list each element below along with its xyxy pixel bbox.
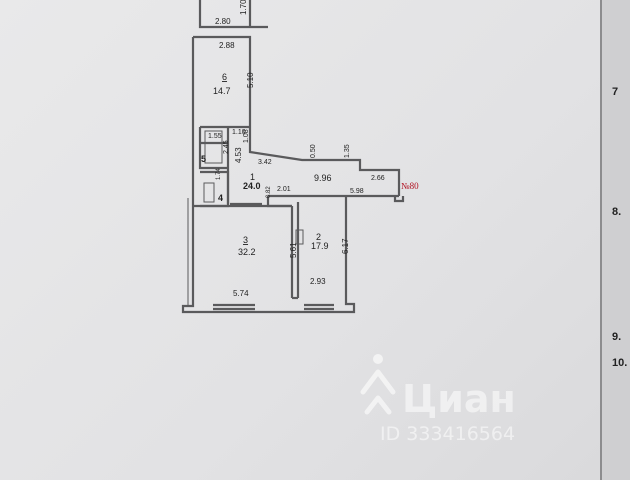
room-3-number: 3 (243, 235, 248, 245)
dim-5-98: 5.98 (350, 188, 364, 195)
dim-2-88: 2.88 (219, 41, 235, 50)
dim-2-93: 2.93 (310, 277, 326, 286)
dim-9-96: 9.96 (314, 173, 332, 183)
floor-plan-sheet (0, 0, 600, 480)
room-2-area: 17.9 (311, 241, 329, 251)
room-3-area: 32.2 (238, 247, 256, 257)
cian-watermark: Циан ID 333416564 (360, 354, 516, 445)
dim-2-45: 2.45 (223, 140, 230, 154)
room-5-number: 5 (201, 154, 206, 164)
dim-2-66: 2.66 (371, 175, 385, 182)
dim-5-10: 5.10 (246, 72, 255, 88)
floor-plan-drawing: 6 14.7 1 24.0 2 17.9 3 32.2 4 5 2.80 1.7… (181, 0, 516, 445)
cian-logo-icon (360, 354, 396, 415)
apartment-number-stamp: №80 (401, 181, 419, 191)
dim-5-74: 5.74 (233, 289, 249, 298)
right-margin-strip (600, 0, 630, 480)
dim-6-17: 6.17 (341, 238, 350, 254)
dim-0-82: 0.82 (266, 186, 272, 198)
dim-2-80: 2.80 (215, 17, 231, 26)
dim-1-08: 1.08 (243, 129, 250, 143)
room-6-area: 14.7 (213, 86, 231, 96)
room-1-number: 1 (250, 172, 255, 182)
room-4-number: 4 (218, 193, 223, 203)
watermark-brand: Циан (402, 377, 516, 421)
room-6-number: 6 (222, 72, 227, 82)
margin-number-10: 10. (612, 357, 628, 369)
dim-1-55: 1.55 (208, 133, 222, 140)
plan-walls (181, 0, 405, 314)
margin-number-8: 8. (612, 206, 622, 218)
dim-2-01: 2.01 (277, 186, 291, 193)
room-2-number: 2 (316, 232, 321, 242)
margin-number-9: 9. (612, 331, 622, 343)
dim-1-10: 1.10 (232, 129, 246, 136)
margin-number-7: 7 (612, 86, 619, 98)
watermark-id: ID 333416564 (380, 423, 515, 445)
dim-4-53: 4.53 (234, 147, 243, 163)
room-1-area: 24.0 (243, 181, 261, 191)
dim-5-61: 5.61 (289, 242, 298, 258)
dim-3-42: 3.42 (258, 159, 272, 166)
dim-1-74: 1.74 (216, 168, 222, 180)
dim-0-50: 0.50 (310, 144, 317, 158)
dim-1-70: 1.70 (239, 0, 248, 15)
dim-1-35: 1.35 (344, 144, 351, 158)
